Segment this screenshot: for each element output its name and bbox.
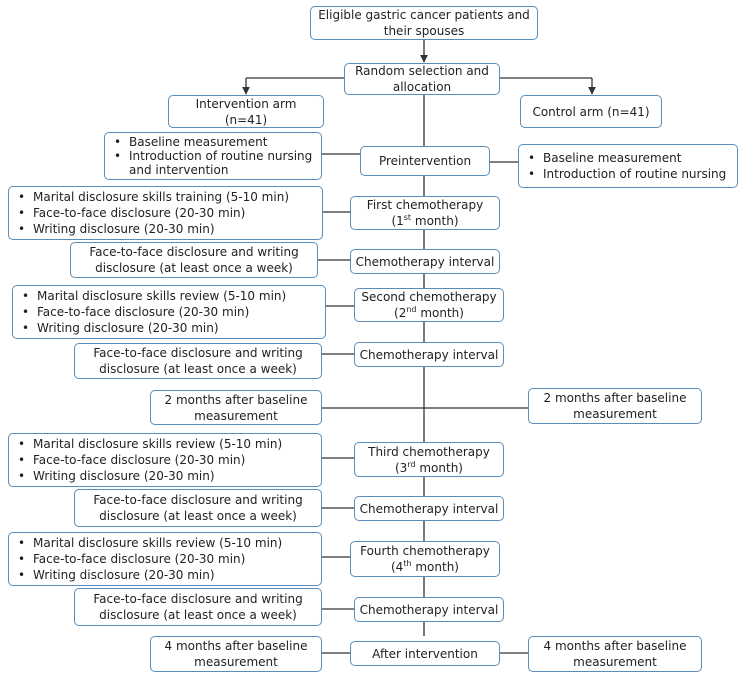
chemo4-item: Face-to-face disclosure (20-30 min) [15, 551, 282, 567]
chemo-interval1-text: Chemotherapy interval [355, 254, 495, 269]
chemo3-box: Third chemotherapy (3rd month) [354, 442, 504, 477]
after-intervention-text: After intervention [372, 646, 478, 661]
chemo4-activity-list: Marital disclosure skills review (5-10 m… [8, 532, 322, 586]
chemo2-title: Second chemotherapy [361, 290, 497, 304]
chemo-interval3-text: Chemotherapy interval [359, 501, 499, 516]
control-arm-text: Control arm (n=41) [532, 104, 650, 119]
chemo3-activity-list: Marital disclosure skills review (5-10 m… [8, 433, 322, 487]
two-months-intervention-text: 2 months after baseline measurement [164, 392, 308, 423]
two-months-intervention-box: 2 months after baseline measurement [150, 390, 322, 425]
intervention-arm-text: Intervention arm (n=41) [195, 96, 297, 127]
chemo2-month: (2nd month) [394, 305, 464, 321]
chemo2-item: Writing disclosure (20-30 min) [19, 320, 286, 336]
eligible-text: Eligible gastric cancer patients and the… [318, 8, 530, 38]
interval3-activity-text: Face-to-face disclosure and writing disc… [93, 493, 303, 523]
preintervention-box: Preintervention [360, 146, 490, 176]
chemo2-item: Face-to-face disclosure (20-30 min) [19, 304, 286, 320]
eligible-box: Eligible gastric cancer patients and the… [310, 6, 538, 40]
four-months-control-box: 4 months after baseline measurement [528, 636, 702, 672]
chemo-interval3-box: Chemotherapy interval [354, 496, 504, 521]
chemo4-title: Fourth chemotherapy [360, 544, 490, 558]
chemo-interval1-box: Chemotherapy interval [350, 249, 500, 274]
interval2-activity-text: Face-to-face disclosure and writing disc… [93, 346, 303, 376]
four-months-control-text: 4 months after baseline measurement [543, 639, 687, 669]
interval4-activity-box: Face-to-face disclosure and writing disc… [74, 588, 322, 626]
four-months-intervention-text: 4 months after baseline measurement [164, 639, 308, 669]
chemo-interval2-box: Chemotherapy interval [354, 342, 504, 367]
chemo3-item: Marital disclosure skills review (5-10 m… [15, 436, 282, 452]
chemo1-activity-list: Marital disclosure skills training (5-10… [8, 186, 323, 240]
chemo4-month: (4th month) [390, 559, 459, 575]
interval1-activity-text: Face-to-face disclosure and writing disc… [89, 245, 299, 275]
chemo2-item: Marital disclosure skills review (5-10 m… [19, 288, 286, 304]
chemo3-title: Third chemotherapy [368, 444, 490, 459]
randomization-text: Random selection and allocation [355, 64, 489, 94]
interval2-activity-box: Face-to-face disclosure and writing disc… [74, 343, 322, 379]
interval1-activity-box: Face-to-face disclosure and writing disc… [70, 242, 318, 278]
control-arm-box: Control arm (n=41) [520, 95, 662, 128]
randomization-box: Random selection and allocation [344, 63, 500, 95]
pre-ctrl-item: Introduction of routine nursing [525, 166, 726, 182]
chemo4-item: Marital disclosure skills review (5-10 m… [15, 535, 282, 551]
intervention-arm-box: Intervention arm (n=41) [168, 95, 324, 128]
interval3-activity-box: Face-to-face disclosure and writing disc… [74, 489, 322, 527]
pre-int-item: Introduction of routine nursing and inte… [111, 149, 317, 177]
chemo4-box: Fourth chemotherapy (4th month) [350, 541, 500, 577]
chemo2-activity-list: Marital disclosure skills review (5-10 m… [12, 285, 326, 339]
chemo3-item: Writing disclosure (20-30 min) [15, 468, 282, 484]
chemo1-month: (1st month) [391, 213, 459, 229]
four-months-intervention-box: 4 months after baseline measurement [150, 636, 322, 672]
chemo1-item: Marital disclosure skills training (5-10… [15, 189, 289, 205]
chemo1-item: Face-to-face disclosure (20-30 min) [15, 205, 289, 221]
chemo-interval2-text: Chemotherapy interval [359, 347, 499, 362]
chemo4-item: Writing disclosure (20-30 min) [15, 567, 282, 583]
two-months-control-text: 2 months after baseline measurement [543, 391, 687, 421]
chemo3-item: Face-to-face disclosure (20-30 min) [15, 452, 282, 468]
chemo-interval4-box: Chemotherapy interval [354, 597, 504, 622]
pre-ctrl-item: Baseline measurement [525, 150, 726, 166]
two-months-control-box: 2 months after baseline measurement [528, 388, 702, 424]
pre-int-item: Baseline measurement [111, 135, 317, 149]
chemo-interval4-text: Chemotherapy interval [359, 602, 499, 617]
chemo3-month: (3rd month) [394, 459, 463, 475]
preintervention-text: Preintervention [378, 154, 472, 168]
preintervention-intervention-list: Baseline measurement Introduction of rou… [104, 132, 322, 180]
interval4-activity-text: Face-to-face disclosure and writing disc… [93, 592, 303, 622]
chemo2-box: Second chemotherapy (2nd month) [354, 288, 504, 322]
preintervention-control-list: Baseline measurement Introduction of rou… [518, 144, 738, 188]
chemo1-item: Writing disclosure (20-30 min) [15, 221, 289, 237]
after-intervention-box: After intervention [350, 641, 500, 666]
chemo1-box: First chemotherapy (1st month) [350, 196, 500, 230]
chemo1-title: First chemotherapy [366, 198, 484, 212]
